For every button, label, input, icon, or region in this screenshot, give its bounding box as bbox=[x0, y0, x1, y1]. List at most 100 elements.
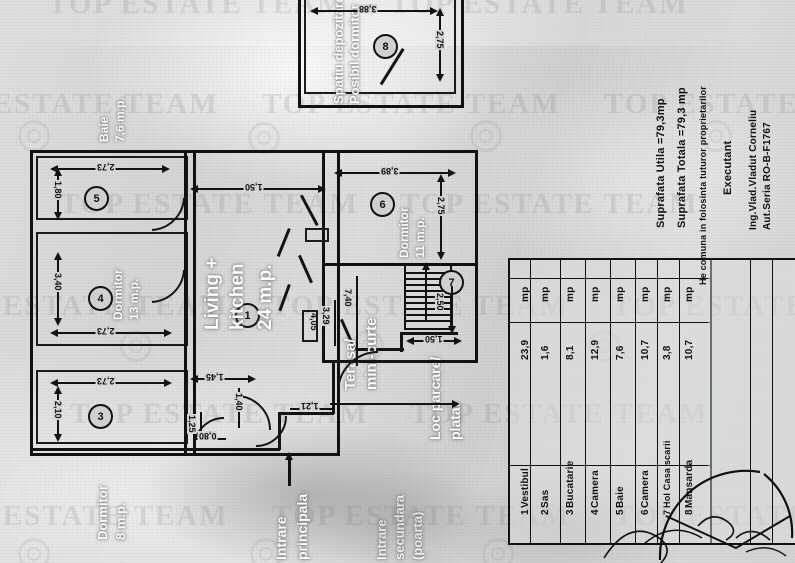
table-cell-no: 5 bbox=[615, 509, 626, 515]
room-1-outline bbox=[184, 150, 340, 456]
dimension-value: 2,10 bbox=[53, 400, 63, 420]
dimension-arrow-up bbox=[53, 168, 62, 176]
dimension-arrow-down bbox=[435, 74, 444, 82]
table-cell-area: 10,7 bbox=[684, 339, 695, 360]
table-column-name bbox=[635, 260, 658, 543]
door-swing-icon bbox=[337, 351, 379, 393]
room-3-label-line2: 8 m.p. bbox=[113, 502, 128, 540]
dimension-value: 2,73 bbox=[96, 162, 116, 172]
table-cell-unit: mp bbox=[684, 286, 695, 302]
secondary-entrance-label-line3: (poarta) bbox=[410, 511, 425, 560]
room-5-label-line2: 7,6 m.p. bbox=[113, 97, 127, 142]
table-cell-name: Sas bbox=[540, 489, 551, 508]
dimension-value: 1,45 bbox=[205, 372, 225, 382]
table-cell-no: 8 bbox=[684, 509, 695, 515]
room-5-outline bbox=[36, 156, 188, 220]
table-cell-unit: mp bbox=[640, 286, 651, 302]
room-marker-6: 6 bbox=[370, 192, 395, 217]
dimension-arrow-right bbox=[430, 6, 438, 15]
table-cell-no: 4 bbox=[590, 509, 601, 515]
dimension-arrow-right bbox=[448, 168, 456, 177]
room-6-label-line1: Dormitor bbox=[397, 207, 411, 258]
table-cell-unit: mp bbox=[520, 286, 531, 302]
dimension-value: 2,75 bbox=[435, 30, 445, 50]
executant-name: Ing.Vlad.Vladut Corneliu bbox=[748, 109, 759, 230]
table-row-separator bbox=[510, 278, 710, 279]
exterior-wall-bottom bbox=[30, 448, 280, 451]
dimension-value: 1,80 bbox=[53, 180, 63, 200]
main-entrance-arrow-head bbox=[284, 452, 293, 460]
area-schedule-table: 1 Vestibul 23,9 mp 2 Sas 1,6 mp 3 Bucata… bbox=[508, 258, 712, 545]
table-cell-unit: mp bbox=[540, 286, 551, 302]
dimension-arrow-right bbox=[318, 184, 326, 193]
table-cell-area: 7,6 bbox=[615, 345, 626, 360]
dimension-value: 7,40 bbox=[343, 288, 353, 308]
dimension-arrow-left bbox=[406, 336, 414, 345]
table-cell-unit: mp bbox=[615, 286, 626, 302]
room-6-label-line2: 11 m.p. bbox=[413, 217, 427, 258]
table-column-name bbox=[657, 260, 680, 543]
dimension-arrow-down bbox=[447, 326, 456, 334]
table-cell-no: 7 bbox=[662, 509, 672, 515]
totals-column-sep bbox=[772, 260, 795, 543]
parking-label-line2: platat bbox=[447, 402, 463, 440]
exterior-wall bbox=[332, 360, 335, 414]
dimension-arrow-left bbox=[334, 168, 342, 177]
terrace-wall bbox=[400, 332, 403, 352]
dimension-value: 1,50 bbox=[244, 182, 264, 192]
table-cell-name: Hol Casa scarii bbox=[662, 440, 672, 508]
total-area: Suprafata Totala =79,3 mp bbox=[676, 87, 688, 228]
room-8-outline bbox=[298, 0, 464, 108]
dimension-value: 0,80 bbox=[198, 431, 218, 441]
table-cell-no: 2 bbox=[540, 509, 551, 515]
room-3-label-line1: Dormitor bbox=[95, 485, 110, 540]
dimension-value: 1,25 bbox=[187, 414, 197, 434]
table-cell-name: Bucatarie bbox=[565, 460, 576, 508]
dimension-arrow-left bbox=[310, 6, 318, 15]
room-marker-5: 5 bbox=[84, 186, 109, 211]
table-cell-area: 8,1 bbox=[565, 345, 576, 360]
dimension-arrow-left bbox=[190, 374, 198, 383]
secondary-entrance-label-line2: secundara bbox=[392, 494, 407, 560]
table-cell-unit: mp bbox=[662, 286, 673, 302]
dimension-arrow-right bbox=[454, 336, 462, 345]
dimension-arrow-right bbox=[248, 374, 256, 383]
table-cell-area: 12,9 bbox=[590, 339, 601, 360]
dimension-line bbox=[356, 276, 358, 366]
table-cell-unit: mp bbox=[565, 286, 576, 302]
dimension-value: 1,50 bbox=[424, 334, 444, 344]
room-marker-1: 1 bbox=[235, 303, 260, 328]
main-entrance-label-line1: Intrare bbox=[273, 516, 289, 560]
fixture bbox=[305, 228, 329, 242]
dimension-value: 3,40 bbox=[53, 272, 63, 292]
dimension-value: 3,89 bbox=[380, 166, 400, 176]
table-row-separator bbox=[510, 465, 710, 466]
door-swing-icon bbox=[151, 269, 185, 303]
dimension-line bbox=[334, 300, 336, 346]
room-marker-4: 4 bbox=[88, 286, 113, 311]
room-1-label-line3: 24 m.p. bbox=[255, 264, 276, 330]
dimension-arrow-up bbox=[436, 174, 445, 182]
secondary-entrance-label-line1: Intrare bbox=[374, 519, 389, 560]
dimension-arrow-right bbox=[452, 399, 460, 408]
dimension-arrow-right bbox=[162, 164, 170, 173]
table-column-name bbox=[530, 260, 561, 543]
room-4-outline bbox=[36, 232, 188, 346]
dimension-arrow-down bbox=[53, 318, 62, 326]
dimension-value: 1,21 bbox=[300, 401, 320, 411]
room-6-outline bbox=[322, 150, 478, 266]
door-swing-icon bbox=[151, 197, 185, 231]
table-cell-area: 23,9 bbox=[520, 339, 531, 360]
dimension-arrow-up bbox=[53, 386, 62, 394]
totals-column-sep bbox=[750, 260, 773, 543]
table-cell-unit: mp bbox=[590, 286, 601, 302]
table-cell-name: Vestibul bbox=[520, 468, 531, 508]
dimension-arrow-down bbox=[436, 252, 445, 260]
room-marker-3: 3 bbox=[88, 404, 113, 429]
room-5-label-line1: Baie bbox=[97, 116, 111, 142]
dimension-arrow-down bbox=[53, 212, 62, 220]
table-cell-no: 6 bbox=[640, 509, 651, 515]
table-cell-name: Camera bbox=[640, 470, 651, 508]
table-column-number bbox=[510, 260, 531, 543]
